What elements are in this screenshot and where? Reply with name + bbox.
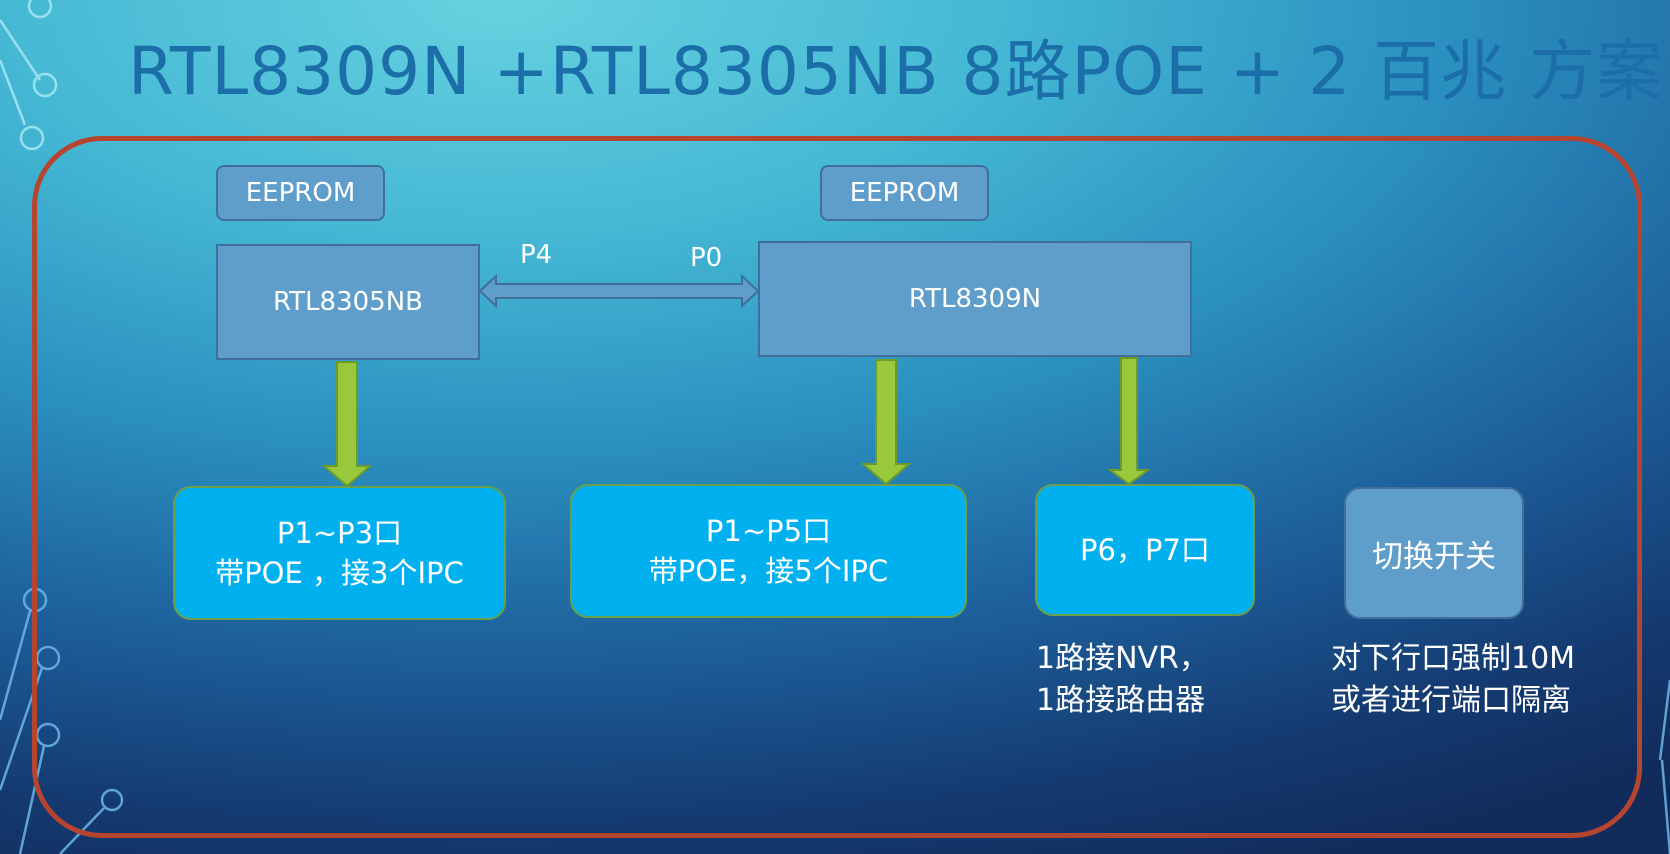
port-label-p0: P0 xyxy=(690,243,723,273)
chip-rtl8305nb: RTL8305NB xyxy=(216,244,480,360)
port-box-p1-p5-line1: P1~P5口 xyxy=(705,514,832,548)
port-box-p1-p5-line2: 带POE，接5个IPC xyxy=(648,554,889,588)
note-switch-line1: 对下行口强制10M xyxy=(1331,641,1576,676)
eeprom-right: EEPROM xyxy=(820,165,989,221)
port-box-p1-p5: P1~P5口 带POE，接5个IPC xyxy=(570,484,967,618)
diagram-frame xyxy=(32,136,1642,838)
port-box-p1-p3: P1~P3口 带POE ，接3个IPC xyxy=(173,486,506,620)
p4-p0-link-arrow xyxy=(478,273,760,309)
switch-box: 切换开关 xyxy=(1344,487,1524,619)
arrow-8305nb-to-p1p3 xyxy=(321,361,373,488)
port-label-p4: P4 xyxy=(520,240,553,270)
note-uplink-line1: 1路接NVR， xyxy=(1036,641,1209,676)
arrow-8309n-to-p6p7 xyxy=(1106,357,1152,486)
port-box-p6-p7: P6，P7口 xyxy=(1035,484,1255,616)
eeprom-left: EEPROM xyxy=(216,165,385,221)
port-box-p1-p3-line1: P1~P3口 xyxy=(276,516,403,550)
arrow-8309n-to-p1p5 xyxy=(860,359,912,486)
note-switch: 对下行口强制10M 或者进行端口隔离 xyxy=(1331,638,1575,722)
note-uplink-line2: 1路接路由器 xyxy=(1036,683,1206,718)
chip-rtl8309n: RTL8309N xyxy=(758,241,1192,357)
note-switch-line2: 或者进行端口隔离 xyxy=(1331,683,1571,718)
slide-title: RTL8309N +RTL8305NB 8路POE + 2 百兆 方案 xyxy=(128,33,1664,110)
port-box-p6-p7-line1: P6，P7口 xyxy=(1080,533,1210,567)
note-uplink: 1路接NVR， 1路接路由器 xyxy=(1036,638,1209,722)
port-box-p1-p3-line2: 带POE ，接3个IPC xyxy=(215,556,464,590)
